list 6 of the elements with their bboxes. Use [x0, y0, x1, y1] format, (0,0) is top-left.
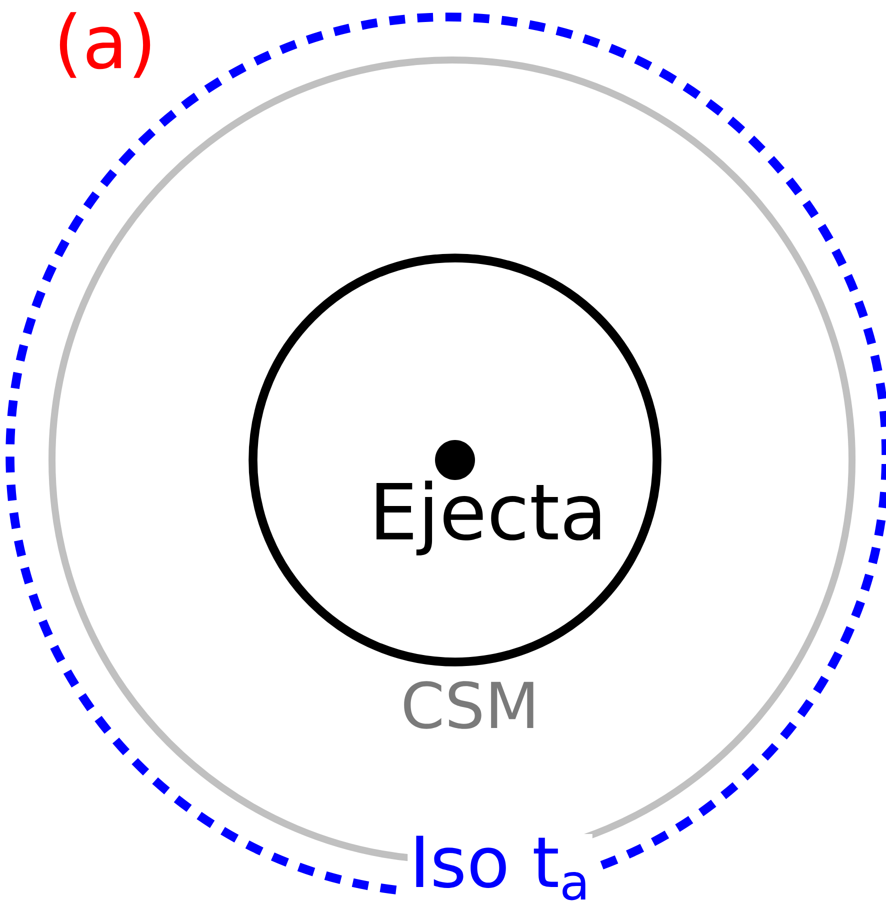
- circle: [248, 254, 662, 666]
- circle-label: CSM: [398, 679, 542, 731]
- circle-label: Ejecta: [376, 480, 600, 556]
- panel-label: (a): [60, 12, 150, 78]
- circle-label: Iso t$_{a}$: [408, 834, 592, 902]
- dot: [435, 440, 475, 480]
